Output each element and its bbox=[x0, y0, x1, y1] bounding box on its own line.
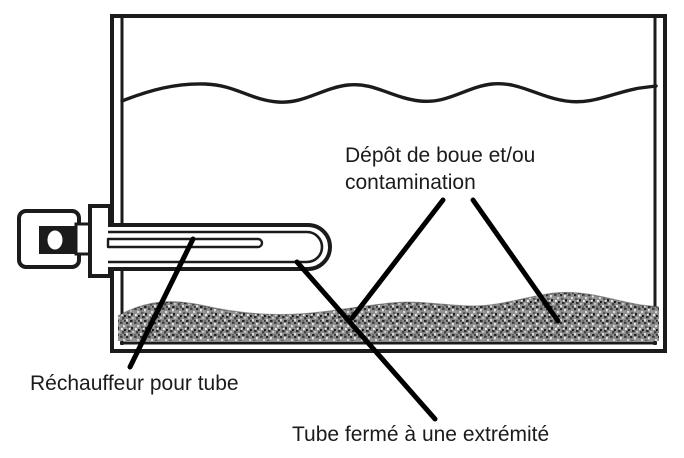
leader-tube bbox=[294, 259, 438, 422]
heating-element-rod bbox=[106, 237, 264, 249]
sludge-top-contour bbox=[117, 291, 660, 317]
label-heater: Réchauffeur pour tube bbox=[30, 372, 239, 395]
sludge-texture-fill bbox=[118, 292, 659, 341]
label-sludge-line1: Dépôt de boue et/ou bbox=[345, 144, 535, 167]
tank-vessel bbox=[110, 14, 667, 353]
label-sludge-line2: contamination bbox=[345, 171, 476, 194]
leader-lines-group bbox=[127, 197, 561, 422]
leader-heater bbox=[127, 236, 196, 370]
tube-heater-assembly bbox=[17, 204, 332, 278]
protective-tube-inner-wall bbox=[108, 230, 324, 264]
leader-sludge-left bbox=[349, 197, 446, 321]
label-tube: Tube fermé à une extrémité bbox=[292, 423, 549, 446]
water-surface-wave bbox=[120, 81, 658, 104]
leader-sludge-right bbox=[470, 197, 561, 324]
sludge-deposit-layer bbox=[117, 291, 660, 341]
heater-neck bbox=[74, 222, 92, 256]
heater-terminal-hole bbox=[44, 227, 66, 253]
